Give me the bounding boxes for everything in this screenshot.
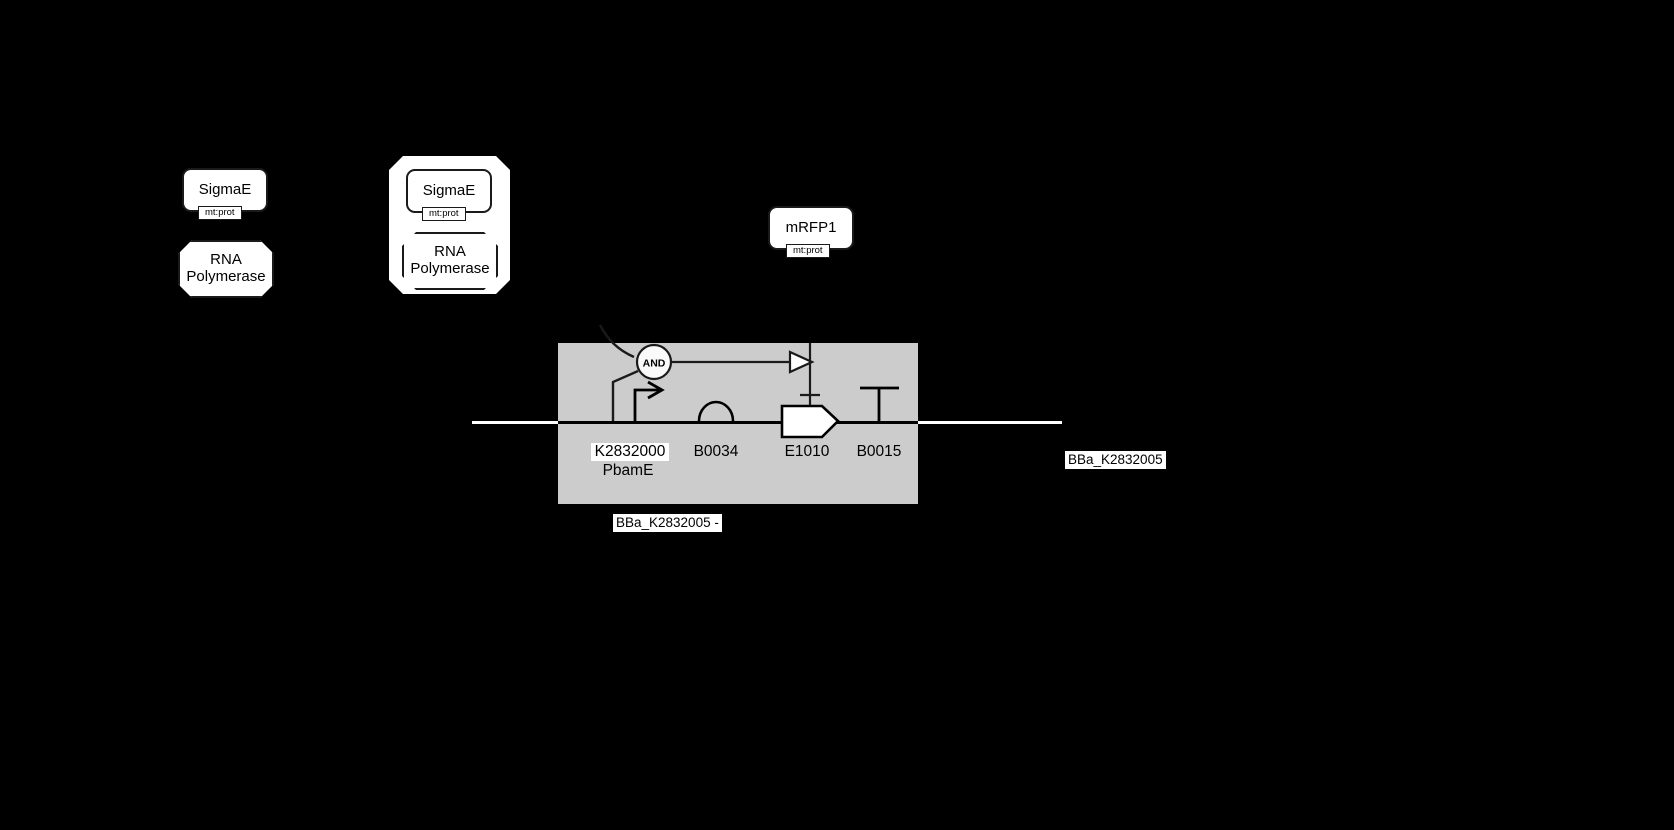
protein-label-sigmae: SigmaE [198, 180, 252, 198]
protein-label-rna-polymerase: RNA Polymerase [186, 251, 266, 285]
dna-strand-label: BBa_K2832005 [1065, 451, 1166, 469]
protein-node-sigmae[interactable]: SigmaE [182, 168, 268, 212]
type-tag-sigmae: mt:prot [198, 206, 242, 221]
dna-strand-right-outer [916, 421, 1062, 424]
type-tag-mrfp1: mt:prot [786, 244, 830, 259]
dna-strand-left-outer [472, 421, 560, 424]
part-label-terminator: B0015 [856, 443, 902, 460]
protein-label-mrfp1: mRFP1 [785, 218, 837, 236]
protein-node-rna-polymerase[interactable]: RNA Polymerase [178, 240, 274, 298]
part-label-promoter: K2832000 [591, 443, 669, 461]
backbone-region-label: BBa_K2832005 - [613, 514, 722, 532]
dna-strand-backbone [558, 421, 918, 424]
complex-type-tag-sigmae: mt:prot [422, 207, 466, 222]
complex-member-label-rna-polymerase: RNA Polymerase [410, 243, 490, 277]
part-label-cds: E1010 [784, 443, 830, 460]
protein-node-mrfp1[interactable]: mRFP1 [768, 206, 854, 250]
complex-member-rna-polymerase[interactable]: RNA Polymerase [402, 232, 498, 290]
part-label-rbs: B0034 [693, 443, 739, 460]
part-sublabel-promoter: PbamE [602, 462, 654, 479]
complex-member-label-sigmae: SigmaE [422, 181, 476, 199]
